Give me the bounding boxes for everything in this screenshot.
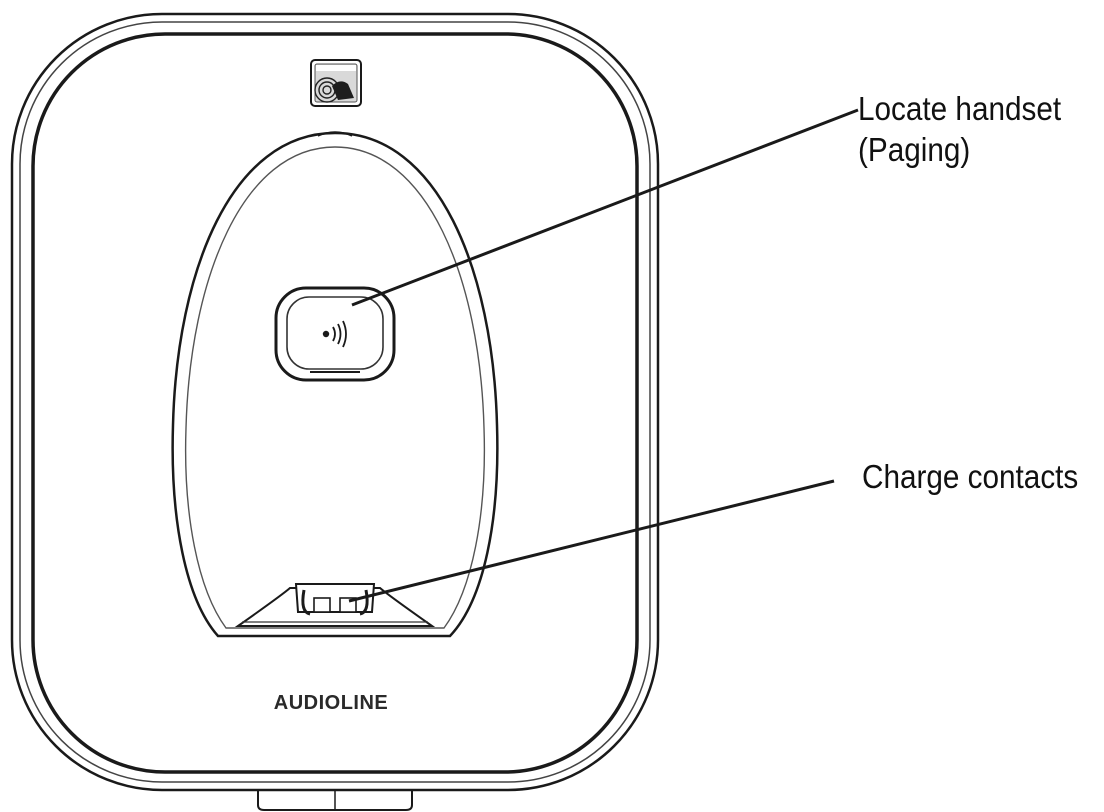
charge-contacts (234, 583, 436, 627)
leader-line-charge (348, 479, 835, 603)
callout-locate-handset-line-1: Locate handset (858, 90, 1062, 127)
leader-line-paging (351, 108, 859, 307)
eco-mode-icon (310, 59, 362, 107)
paging-sound-icon (322, 320, 347, 348)
callout-charge-contacts: Charge contacts (862, 456, 1078, 497)
callout-charge-contacts-line-1: Charge contacts (862, 458, 1079, 495)
brand-logo: AUDIOLINE (273, 692, 389, 714)
callout-locate-handset: Locate handset (Paging) (858, 88, 1061, 171)
handset-cradle (171, 131, 499, 638)
callout-lines (348, 108, 859, 603)
callout-locate-handset-line-2: (Paging) (858, 131, 971, 169)
paging-button[interactable] (274, 286, 396, 382)
